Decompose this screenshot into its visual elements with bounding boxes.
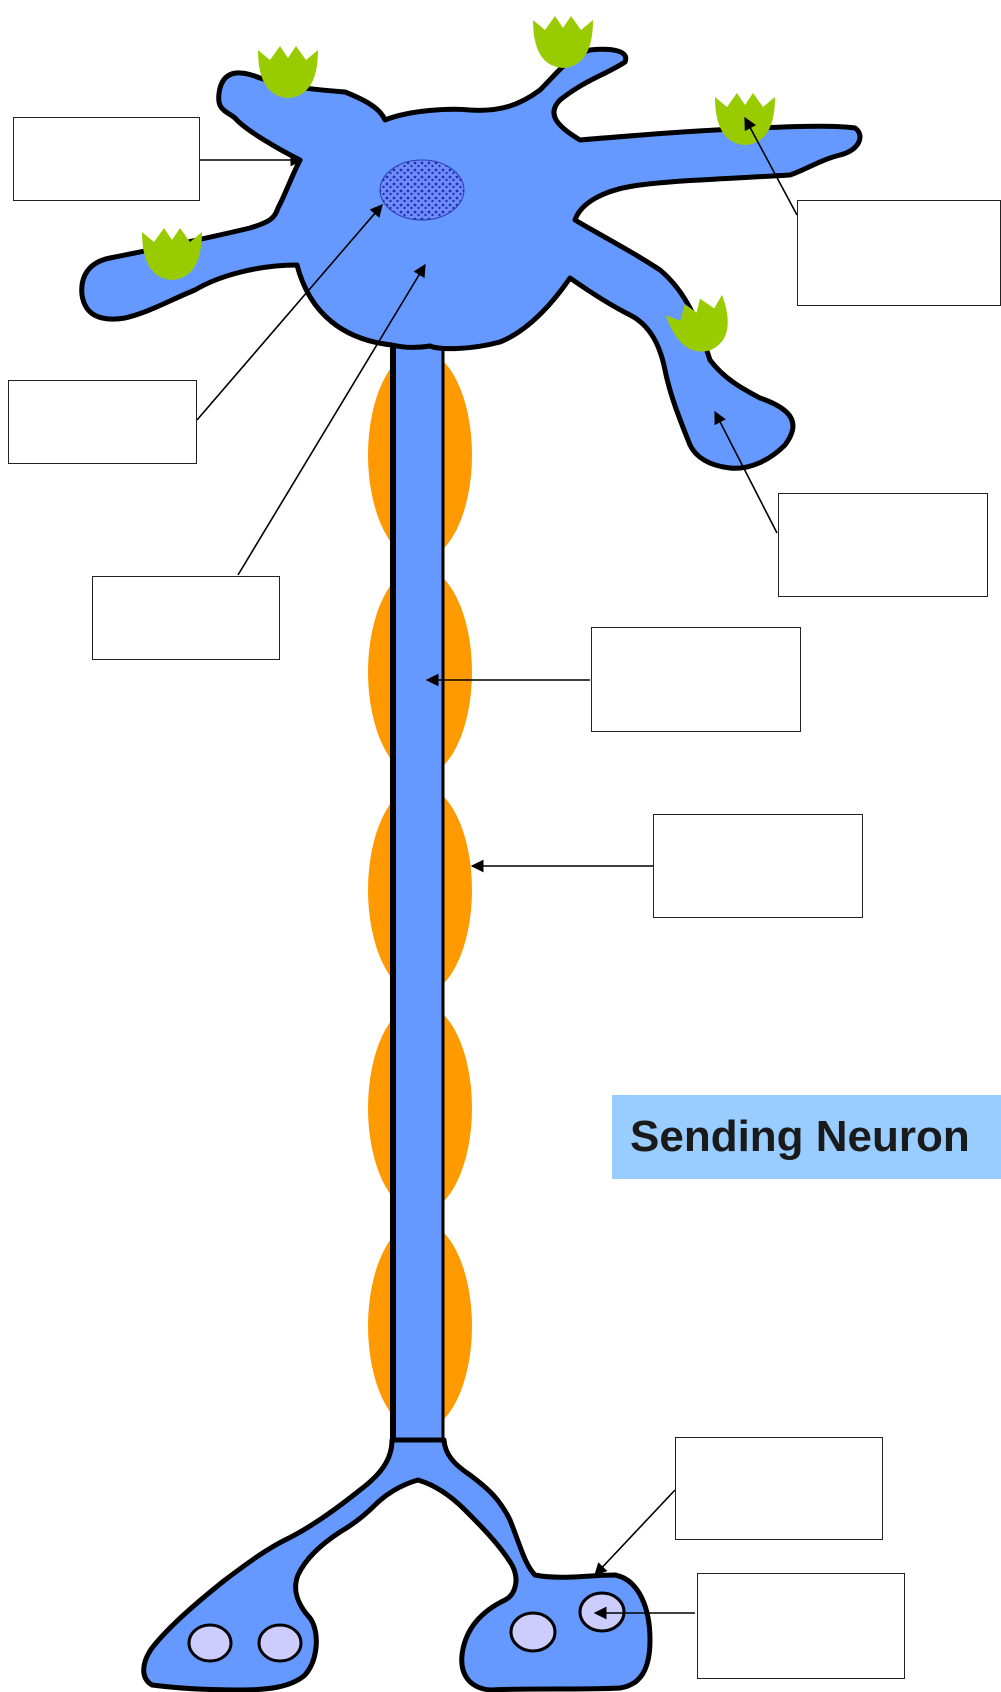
- pointer-box-4: [237, 263, 426, 576]
- nucleus: [379, 159, 465, 221]
- label-box-5[interactable]: [778, 493, 988, 597]
- cell-body: [79, 46, 863, 471]
- receptor-1: [258, 46, 318, 98]
- label-box-9[interactable]: [697, 1573, 905, 1679]
- pointer-box-5: [714, 410, 778, 534]
- vesicle-1: [187, 1623, 233, 1663]
- pointer-box-8: [594, 1489, 676, 1576]
- vesicle-3: [509, 1611, 557, 1653]
- label-box-6[interactable]: [591, 627, 801, 732]
- label-box-3[interactable]: [8, 380, 197, 464]
- receptor-2: [533, 16, 593, 68]
- label-box-2[interactable]: [797, 200, 1001, 306]
- pointer-lines: [196, 116, 798, 1620]
- label-box-8[interactable]: [675, 1437, 883, 1540]
- label-box-4[interactable]: [92, 576, 280, 660]
- receptor-5: [665, 294, 728, 352]
- vesicle-2: [257, 1623, 303, 1663]
- vesicle-4: [578, 1591, 626, 1633]
- title-banner: Sending Neuron: [612, 1095, 1001, 1179]
- diagram-title: Sending Neuron: [630, 1112, 970, 1161]
- pointer-box-2: [744, 116, 798, 216]
- axon: [390, 330, 445, 1460]
- pointer-box-3: [196, 204, 383, 421]
- receptor-4: [142, 228, 202, 280]
- label-box-7[interactable]: [653, 814, 863, 918]
- label-box-1[interactable]: [13, 117, 200, 201]
